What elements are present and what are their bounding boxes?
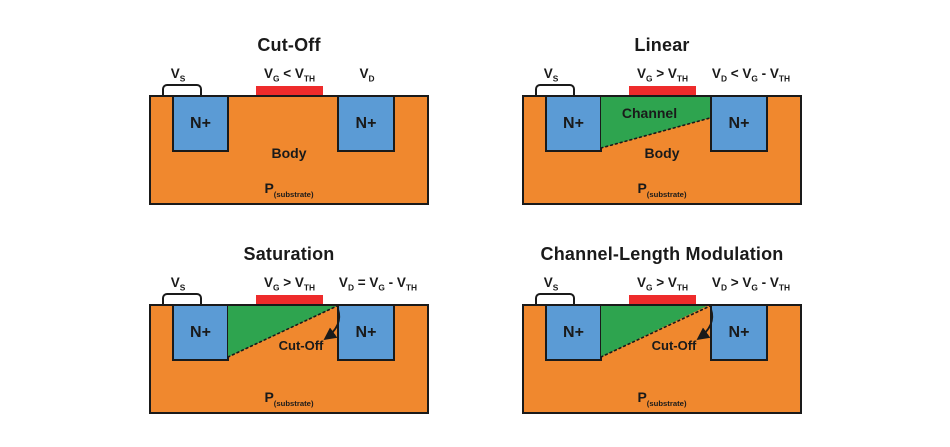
drain-voltage-label: VD bbox=[359, 66, 375, 84]
n-plus-source: N+ bbox=[172, 95, 229, 152]
substrate-label: P(substrate) bbox=[264, 180, 314, 199]
gate-voltage-label: VG < VTH bbox=[263, 66, 316, 84]
source-contact-bracket bbox=[535, 84, 575, 95]
n-plus-drain: N+ bbox=[337, 304, 395, 361]
source-contact-bracket bbox=[162, 293, 202, 304]
source-voltage-label: VS bbox=[170, 275, 186, 293]
source-contact-bracket bbox=[535, 293, 575, 304]
gate-electrode bbox=[256, 86, 323, 95]
pinch-off-label: Cut-Off bbox=[651, 338, 697, 353]
source-contact-bracket bbox=[162, 84, 202, 95]
body-label: Body bbox=[271, 145, 307, 161]
panel-title: Channel-Length Modulation bbox=[540, 244, 784, 264]
drain-voltage-label: VD < VG - VTH bbox=[711, 66, 791, 84]
n-plus-source: N+ bbox=[545, 304, 602, 361]
panel-title: Saturation bbox=[243, 244, 335, 264]
gate-electrode bbox=[629, 295, 696, 304]
substrate-label: P(substrate) bbox=[637, 389, 687, 408]
n-plus-label: N+ bbox=[563, 114, 584, 132]
source-voltage-label: VS bbox=[543, 275, 559, 293]
substrate-label: P(substrate) bbox=[264, 389, 314, 408]
substrate-label: P(substrate) bbox=[637, 180, 687, 199]
n-plus-drain: N+ bbox=[337, 95, 395, 152]
n-plus-source: N+ bbox=[545, 95, 602, 152]
gate-voltage-label: VG > VTH bbox=[636, 275, 689, 293]
n-plus-label: N+ bbox=[355, 323, 377, 341]
n-plus-label: N+ bbox=[190, 114, 211, 132]
drain-voltage-label: VD > VG - VTH bbox=[711, 275, 791, 293]
panel-title: Linear bbox=[634, 35, 690, 55]
device-body: N+ N+ Body P(substrate) bbox=[149, 95, 429, 205]
source-voltage-label: VS bbox=[170, 66, 186, 84]
n-plus-label: N+ bbox=[563, 323, 584, 341]
panel-title: Cut-Off bbox=[257, 35, 321, 55]
drain-voltage-label: VD = VG - VTH bbox=[338, 275, 418, 293]
channel-label: Channel bbox=[621, 105, 678, 121]
pinch-off-label: Cut-Off bbox=[278, 338, 324, 353]
n-plus-label: N+ bbox=[355, 114, 377, 132]
source-voltage-label: VS bbox=[543, 66, 559, 84]
n-plus-label: N+ bbox=[728, 323, 750, 341]
n-plus-label: N+ bbox=[728, 114, 750, 132]
device-body: N+ N+ P(substrate) bbox=[522, 304, 802, 414]
gate-electrode bbox=[629, 86, 696, 95]
body-label: Body bbox=[644, 145, 680, 161]
gate-electrode bbox=[256, 295, 323, 304]
n-plus-drain: N+ bbox=[710, 95, 768, 152]
gate-voltage-label: VG > VTH bbox=[263, 275, 316, 293]
n-plus-drain: N+ bbox=[710, 304, 768, 361]
gate-voltage-label: VG > VTH bbox=[636, 66, 689, 84]
n-plus-label: N+ bbox=[190, 323, 211, 341]
